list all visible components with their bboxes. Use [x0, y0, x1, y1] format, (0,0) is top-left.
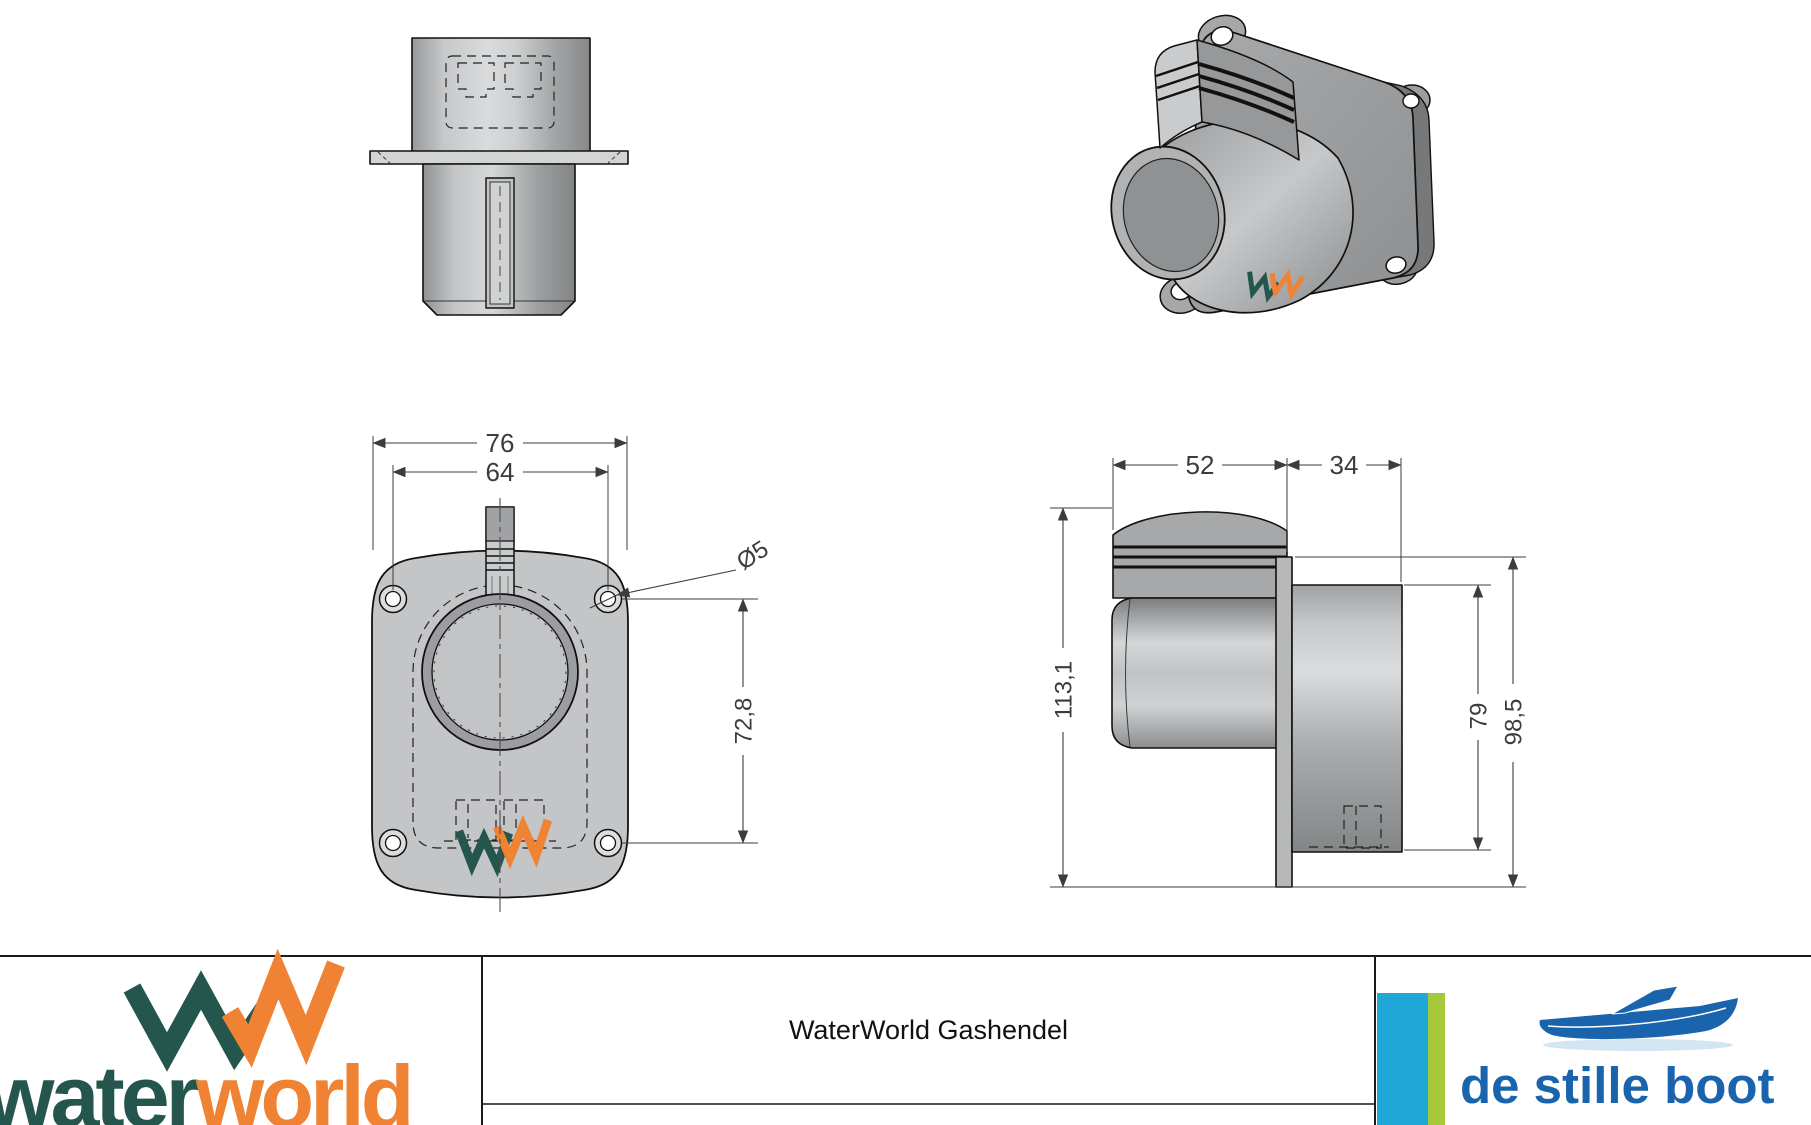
dim-side-flange-height-label: 98,5: [1500, 699, 1527, 746]
de-stille-boot-text: de stille boot: [1460, 1057, 1775, 1114]
title-block: [0, 948, 1811, 1125]
front-hole-bottom-left: [378, 828, 408, 858]
dim-side-rear-height-label: 79: [1465, 703, 1492, 730]
boat-reflection: [1543, 1039, 1733, 1051]
dim-front-width: 76: [372, 428, 628, 550]
side-lever-grip: [1112, 511, 1288, 599]
side-view: [1111, 511, 1403, 888]
dim-side-rear-depth-label: 34: [1330, 450, 1359, 480]
front-hidden-connector-left: [455, 799, 497, 841]
waterworld-wordmark: waterworld: [0, 1046, 415, 1125]
dim-side-knob-depth-label: 52: [1186, 450, 1215, 480]
waterworld-logo-icon: [123, 948, 345, 1072]
front-hidden-rear-cylinder: [412, 584, 588, 849]
top-view-connector-left: [457, 62, 495, 98]
dsb-blue-bar: [1377, 993, 1428, 1125]
waterworld-mark-icon-iso: [1247, 268, 1306, 303]
drawing-title: WaterWorld Gashendel: [788, 1014, 1069, 1045]
iso-view: [1110, 14, 1435, 314]
front-hole-bottom-right: [593, 828, 623, 858]
boat-icon: [1539, 985, 1738, 1040]
waterworld-mark-icon-front: [455, 815, 553, 878]
dim-side-rear-height: 79: [1404, 584, 1492, 851]
top-view: [369, 37, 629, 316]
iso-hole-top-left: [1210, 25, 1234, 47]
dim-side-rear-depth: 34: [1286, 450, 1402, 582]
dim-front-hole-spacing-x: 64: [392, 457, 609, 590]
top-view-upper-cylinder: [411, 37, 591, 154]
top-view-connector-right: [504, 62, 542, 98]
dim-side-flange-height: 98,5: [1295, 556, 1527, 888]
top-view-hidden-pocket: [445, 55, 555, 129]
dim-front-hole-spacing-y: 72,8: [622, 598, 758, 844]
front-hole-top-left: [378, 584, 408, 614]
dim-front-hole-spacing-y-label: 72,8: [730, 698, 757, 745]
dim-side-total-height: 113,1: [1050, 507, 1526, 888]
side-flange-edge: [1275, 556, 1293, 888]
side-rear-cylinder: [1291, 584, 1403, 853]
dsb-green-bar: [1428, 993, 1445, 1125]
dim-side-total-height-label: 113,1: [1050, 661, 1077, 719]
waterworld-wordmark-world: world: [195, 1047, 415, 1125]
de-stille-boot-logo: [1377, 985, 1738, 1125]
iso-hole-bottom-right: [1385, 256, 1407, 274]
top-view-flange-edge: [369, 150, 629, 165]
front-view: [371, 498, 629, 912]
waterworld-wordmark-water: water: [0, 1047, 200, 1125]
iso-cylinder-face: [1122, 157, 1220, 273]
side-knob-cylinder: [1111, 597, 1279, 749]
side-hidden-connector: [1343, 805, 1382, 849]
iso-hole-top-right: [1402, 93, 1420, 109]
dim-front-width-label: 76: [486, 428, 515, 458]
dim-side-knob-depth: 52: [1112, 450, 1288, 552]
dim-front-hole-spacing-x-label: 64: [486, 457, 515, 487]
dim-front-hole-dia-label: Ø5: [732, 536, 774, 576]
